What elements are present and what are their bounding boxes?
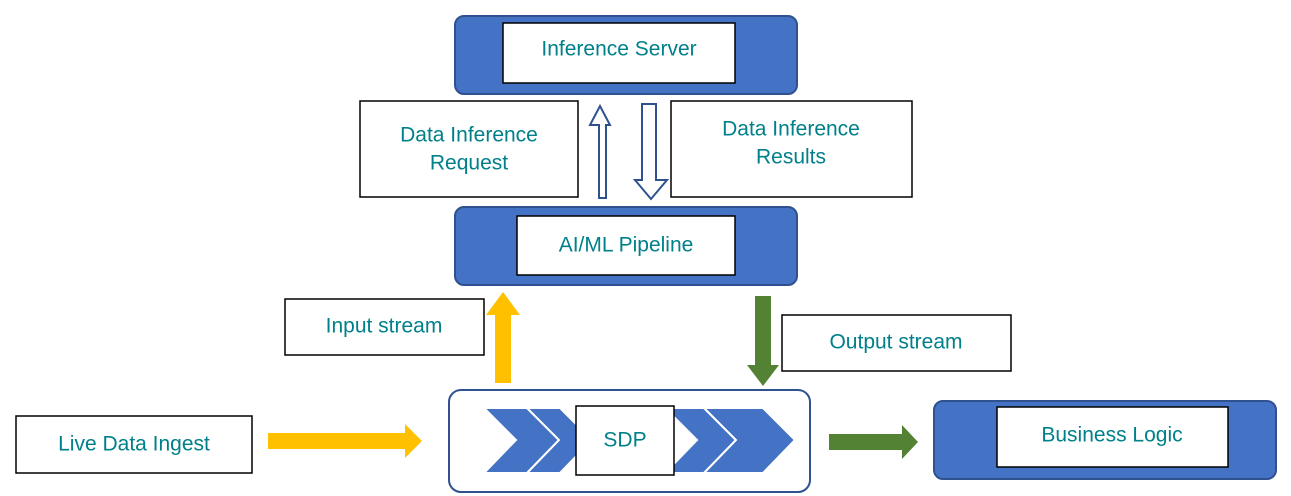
output-stream-label: Output stream [829, 331, 962, 354]
data-inference-request-line1: Data Inference [400, 124, 538, 147]
live-data-ingest-box: Live Data Ingest [15, 415, 253, 474]
data-inference-request-line2: Request [430, 152, 508, 175]
input-stream-arrow [486, 292, 520, 383]
data-inference-results-box: Data Inference Results [670, 100, 913, 198]
sdp-node: SDP [448, 389, 811, 493]
ingest-arrow [268, 424, 422, 458]
request-up-arrow [588, 103, 612, 199]
sdp-label: SDP [603, 429, 646, 452]
data-inference-results-line2: Results [756, 146, 826, 169]
live-data-ingest-label: Live Data Ingest [58, 433, 210, 456]
data-inference-results-line1: Data Inference [722, 118, 860, 141]
results-down-arrow [632, 103, 670, 201]
business-logic-label: Business Logic [1041, 424, 1182, 447]
ai-ml-pipeline-label: AI/ML Pipeline [559, 234, 694, 257]
output-stream-box: Output stream [781, 314, 1012, 372]
input-stream-label: Input stream [326, 315, 443, 338]
business-logic-arrow [829, 425, 918, 459]
input-stream-box: Input stream [284, 298, 485, 356]
data-inference-request-box: Data Inference Request [359, 100, 579, 198]
business-logic-node: Business Logic [933, 400, 1277, 480]
sdp-chevron-4 [701, 407, 797, 474]
output-stream-arrow [747, 296, 779, 386]
ai-ml-pipeline-node: AI/ML Pipeline [454, 206, 798, 286]
inference-server-label: Inference Server [541, 38, 696, 61]
inference-server-node: Inference Server [454, 15, 798, 95]
